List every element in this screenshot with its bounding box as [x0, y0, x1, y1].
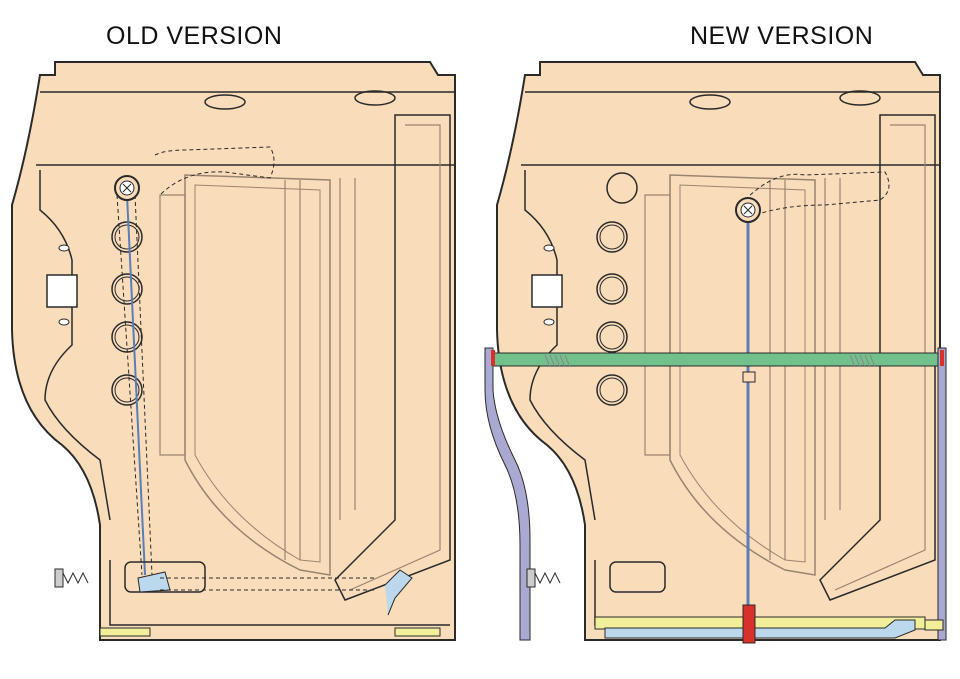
inner-contour — [349, 124, 441, 591]
inner-contour — [769, 178, 841, 560]
inner-contour — [669, 174, 816, 576]
access-hole — [596, 273, 628, 305]
latch-housing — [609, 561, 666, 593]
top-hole — [354, 90, 396, 106]
access-hole — [111, 374, 143, 406]
spring-icon — [544, 354, 876, 368]
slot-hole — [58, 318, 70, 326]
access-hole — [596, 374, 628, 406]
old-rod-dashed — [116, 194, 153, 576]
top-hole — [689, 94, 731, 110]
inner-contour — [644, 194, 671, 456]
inner-contour — [184, 174, 331, 576]
inner-contour — [834, 124, 926, 591]
bottom-bar — [594, 616, 926, 630]
square-opening — [531, 274, 563, 308]
horizontal-rod-dashed — [160, 577, 375, 591]
inner-contour — [819, 114, 936, 601]
latch-mechanism-outline — [744, 171, 890, 216]
latch-bolt — [394, 627, 441, 637]
door-inner-panel — [11, 61, 456, 641]
access-hole — [596, 321, 628, 353]
new-version-label: NEW VERSION — [690, 22, 874, 50]
old-blue-rod — [126, 194, 146, 576]
top-hole — [839, 90, 881, 106]
door-inner-panel — [496, 61, 941, 641]
right-bracket — [937, 347, 947, 641]
inner-contour — [39, 170, 111, 521]
access-hole — [111, 273, 143, 305]
old-version-label: OLD VERSION — [106, 22, 283, 50]
rod-clip — [742, 371, 756, 383]
inside-handle-icon — [114, 175, 140, 201]
access-hole — [606, 172, 638, 204]
red-connector — [940, 350, 944, 366]
new-version-panel — [484, 61, 947, 644]
left-bracket — [484, 347, 531, 641]
door-bumper-icon — [526, 568, 561, 588]
latch-housing — [124, 561, 206, 593]
inner-contour — [284, 178, 356, 560]
old-version-panel — [11, 61, 456, 641]
red-rod-clip — [742, 604, 756, 644]
inner-contour — [159, 194, 186, 456]
slot-hole — [58, 244, 70, 252]
door-bumper-icon — [54, 568, 89, 588]
latch-bolt — [99, 627, 151, 637]
latch-bolt — [924, 619, 944, 631]
inner-contour — [334, 114, 451, 601]
bottom-linkage-rod — [604, 619, 916, 639]
lower-contour — [109, 560, 450, 626]
red-connector — [491, 350, 495, 366]
access-hole — [111, 221, 143, 253]
top-hole — [204, 94, 246, 110]
inside-handle-icon — [735, 197, 761, 223]
outside-latch-lever — [384, 569, 413, 616]
slot-hole — [543, 244, 555, 252]
square-opening — [46, 274, 78, 308]
slot-hole — [543, 318, 555, 326]
inner-contour — [524, 170, 596, 521]
latch-mechanism-outline — [154, 146, 275, 196]
access-hole — [596, 221, 628, 253]
